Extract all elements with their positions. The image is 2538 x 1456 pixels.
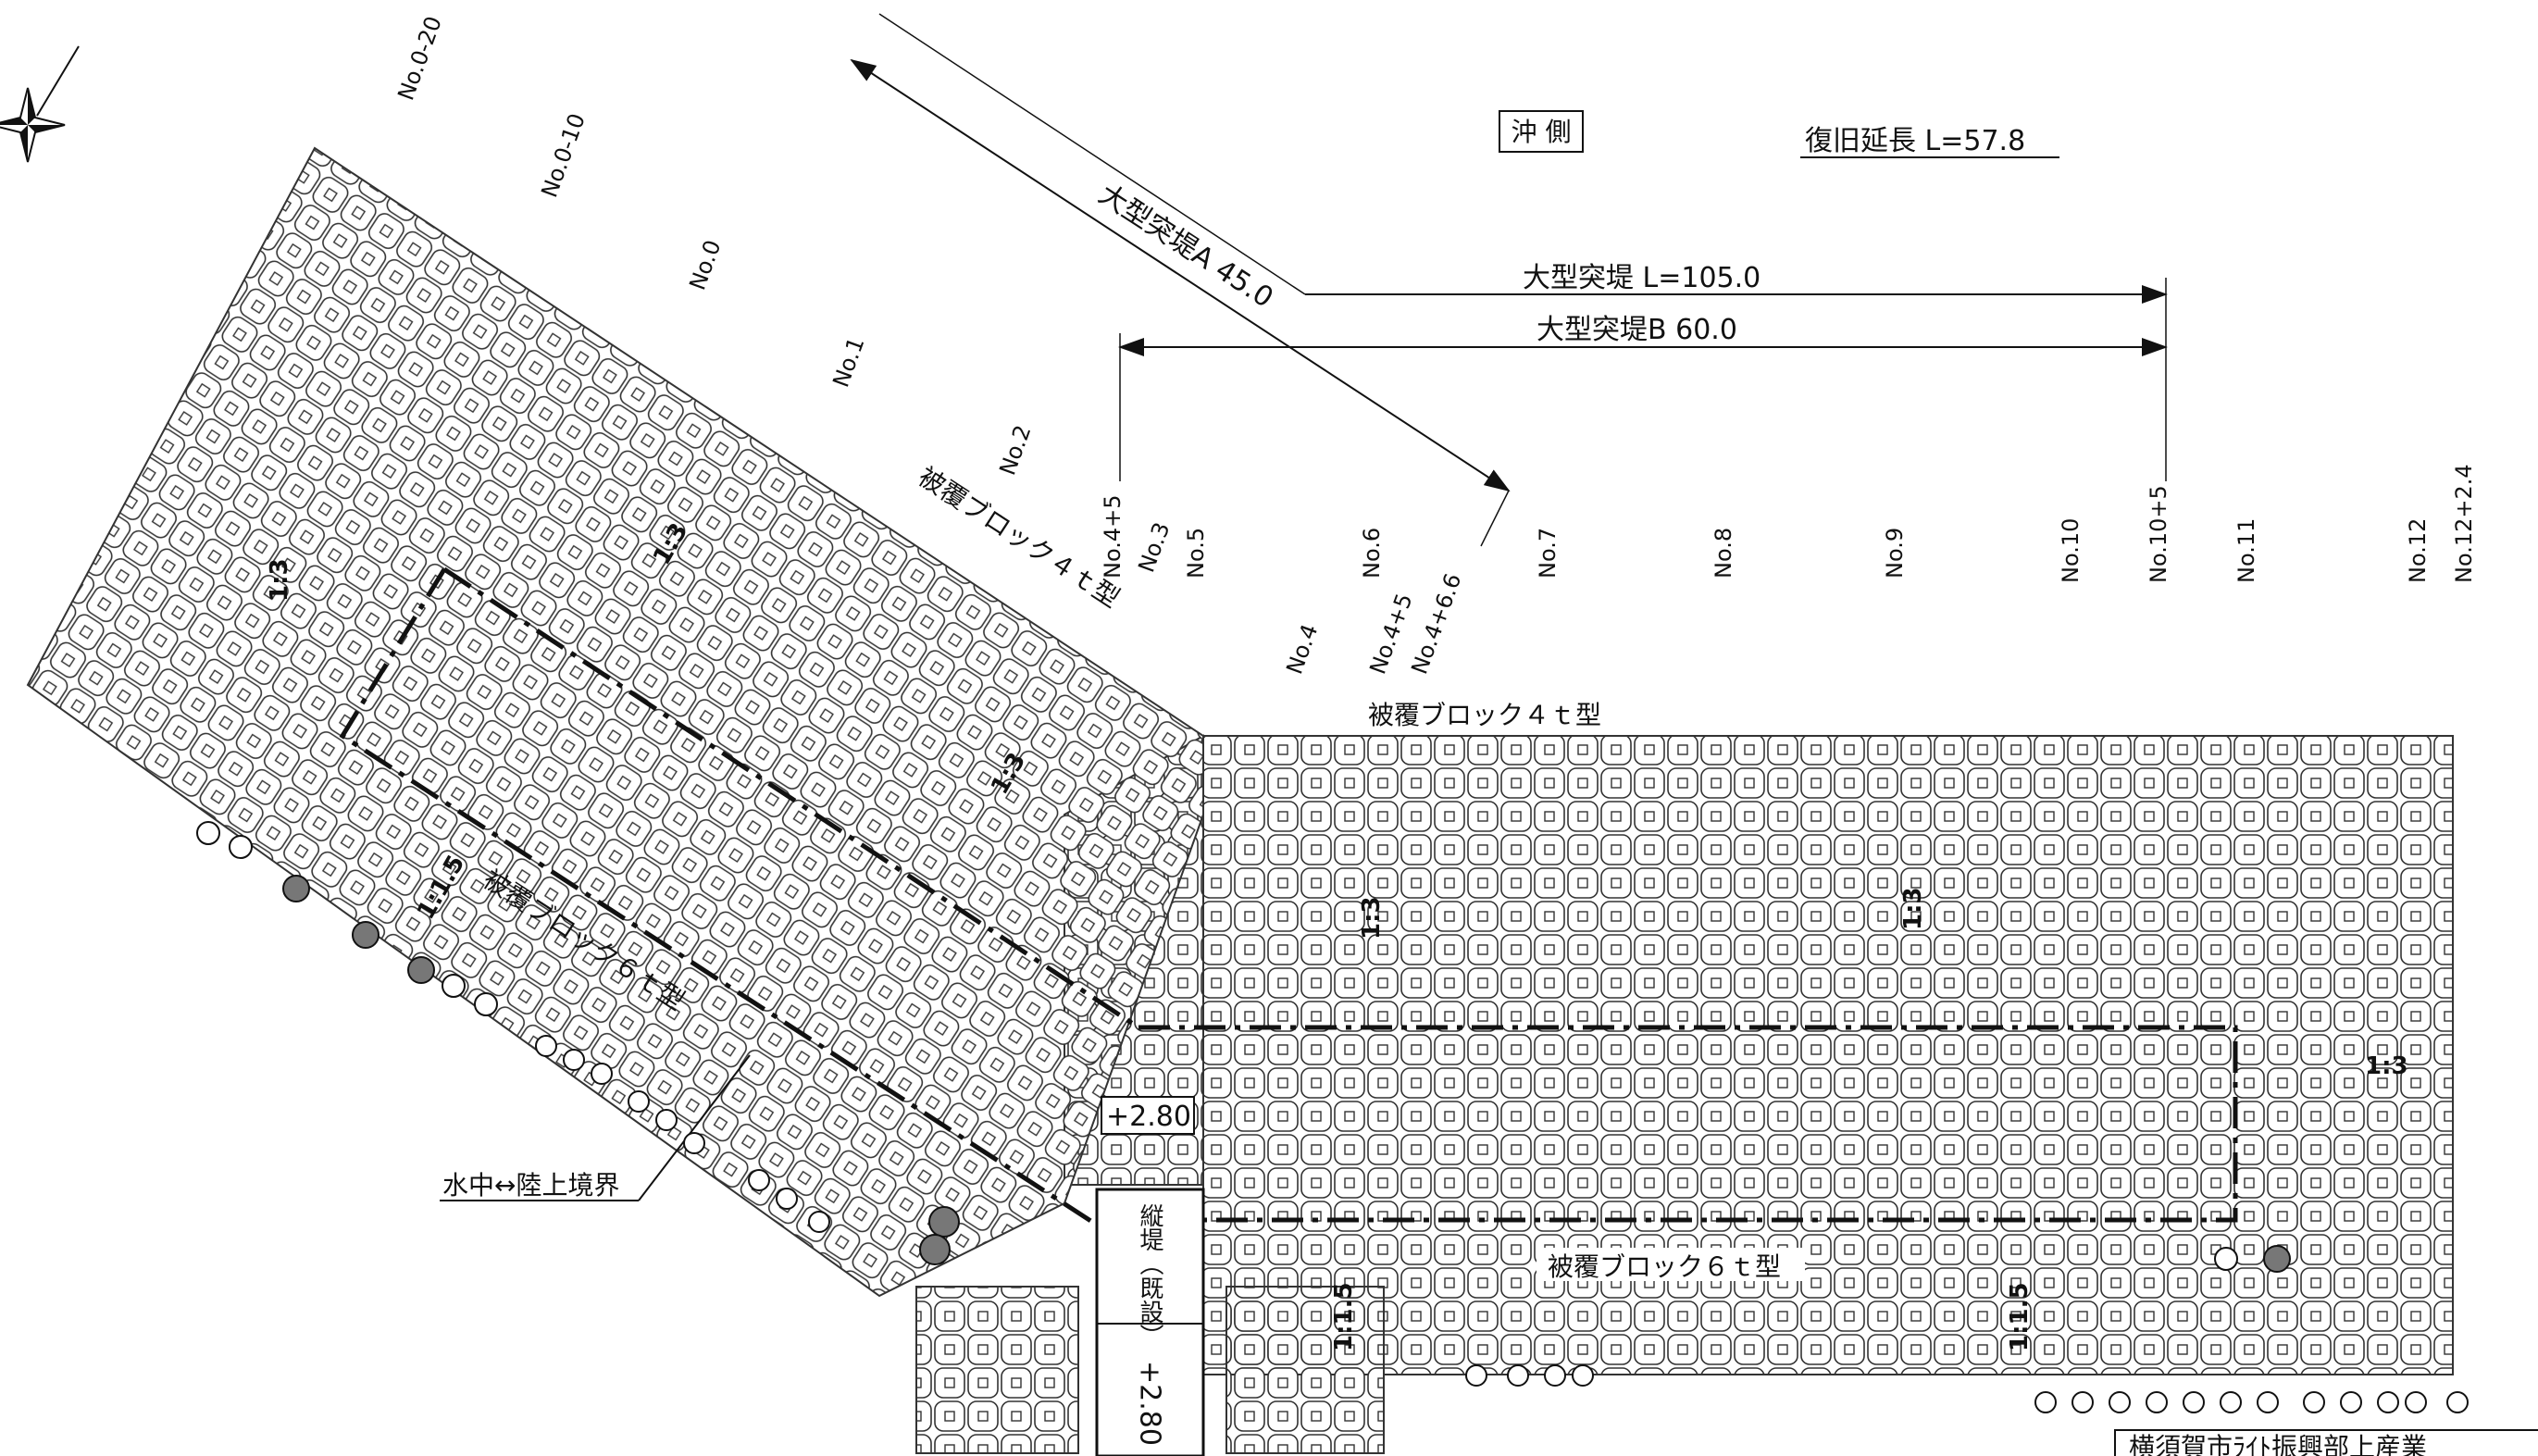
elevation-label-1: +2.80 — [1106, 1101, 1191, 1133]
station-label: No.10+5 — [2146, 485, 2171, 583]
block-label-main-6t: 被覆ブロック６ｔ型 — [1548, 1251, 1781, 1282]
station-label: No.11 — [2233, 518, 2259, 583]
station-label: No.8 — [1711, 528, 1736, 579]
restoration-length-label: 復旧延長 L=57.8 — [1805, 125, 2025, 157]
arm-block-field — [26, 146, 1204, 1298]
breakwater-a-label: 大型突堤A 45.0 — [1093, 178, 1279, 314]
station-label: No.12+2.4 — [2451, 464, 2477, 583]
station-label: No.5 — [1183, 528, 1209, 579]
station-label: No.0-10 — [536, 110, 591, 201]
boundary-line-main — [1138, 1025, 2238, 1223]
sea-side-box — [1499, 110, 1584, 153]
breakwater-total-label: 大型突堤 L=105.0 — [1523, 262, 1760, 294]
slope-label: 1:1.5 — [2006, 1282, 2034, 1351]
title-block-text: 横須賀市ﾗｲﾄ振興部上産業 — [2129, 1432, 2427, 1456]
existing-dike-label: 縦堤（既設） — [1136, 1203, 1163, 1348]
station-label: No.0 — [684, 237, 726, 293]
breakwater-b-label: 大型突堤B 60.0 — [1536, 314, 1737, 346]
elevation-label-2: +2.80 — [1134, 1361, 1166, 1446]
marker-symbols — [196, 821, 2469, 1413]
slope-label: 1:3 — [266, 558, 293, 602]
boundary-line-arm — [339, 567, 1094, 1225]
sea-side-label: 沖 側 — [1512, 117, 1572, 147]
station-label: No.4 — [1281, 621, 1323, 678]
station-label: No.6 — [1359, 528, 1385, 579]
station-label: No.2 — [994, 422, 1036, 479]
breakwater-a-dimension — [850, 58, 1511, 492]
station-label: No.12 — [2405, 518, 2431, 583]
lower-right-block-field — [1225, 1286, 1385, 1454]
north-arrow-icon — [0, 45, 80, 163]
slope-label: 1:3 — [2365, 1052, 2408, 1080]
lower-left-block-field — [915, 1286, 1079, 1454]
block-label-main-4t: 被覆ブロック４ｔ型 — [1368, 700, 1601, 730]
station-label: No.9 — [1882, 528, 1908, 579]
slope-label: 1:3 — [1899, 887, 1927, 930]
boundary-label: 水中↔陸上境界 — [442, 1170, 619, 1201]
main-block-field — [1202, 735, 2454, 1375]
boundary-line-arm-top — [442, 566, 1140, 1030]
station-label: No.7 — [1535, 528, 1561, 579]
station-label: No.4+5 — [1100, 495, 1126, 579]
station-label: No.10 — [2058, 518, 2084, 583]
slope-label: 1:3 — [1358, 896, 1386, 940]
station-label: No.0-20 — [392, 13, 447, 104]
station-label: No.4+6.6 — [1406, 570, 1466, 678]
station-label: No.3 — [1133, 519, 1175, 576]
slope-label: 1:1.5 — [1330, 1282, 1358, 1351]
title-block — [2114, 1429, 2538, 1456]
station-label: No.1 — [827, 334, 869, 391]
